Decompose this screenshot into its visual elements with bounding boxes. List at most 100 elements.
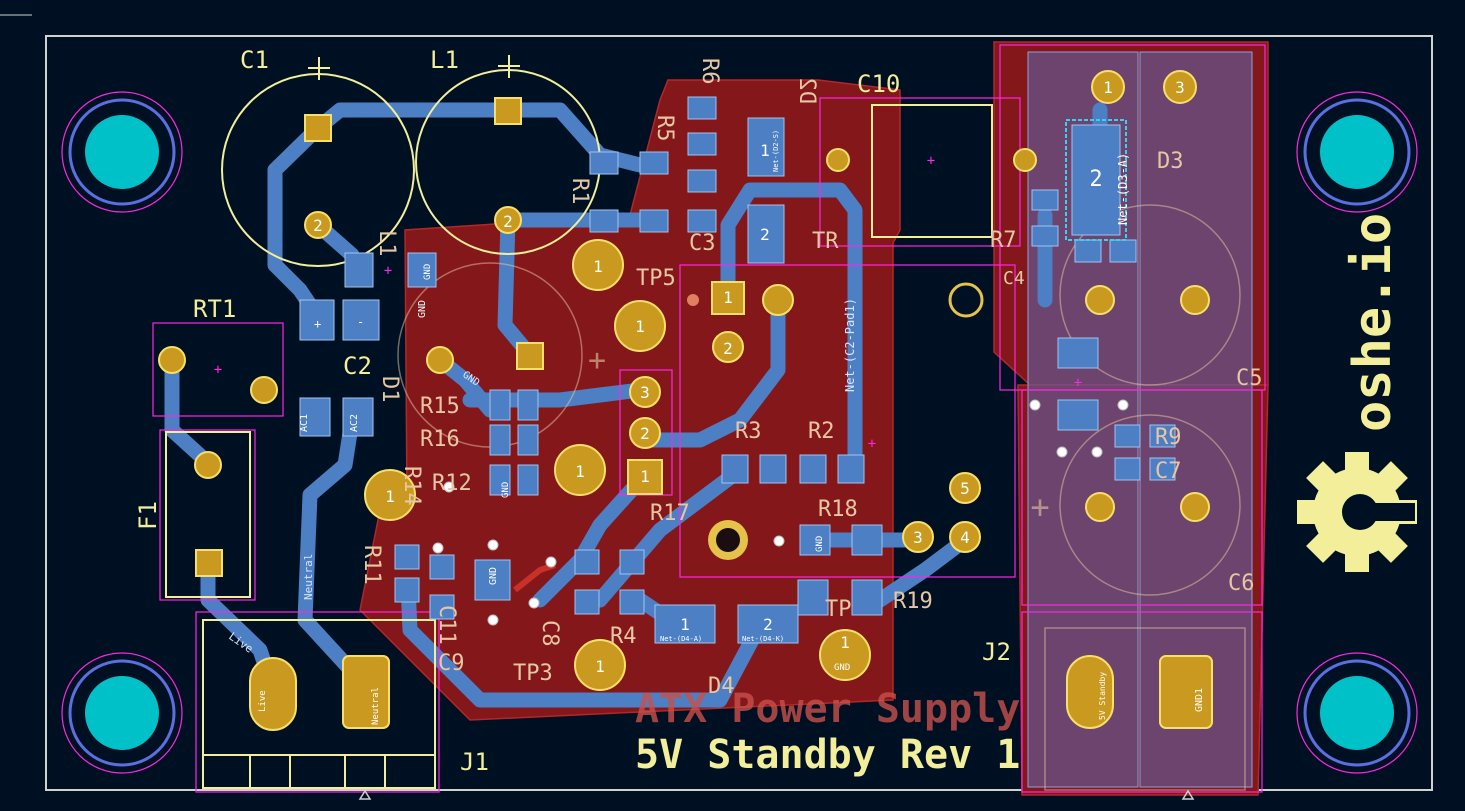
svg-text:Net-(D4-K): Net-(D4-K) [742,635,784,643]
svg-text:R17: R17 [650,501,690,526]
svg-text:3: 3 [640,383,650,402]
pad-numbers: 1 1 1 1 1 1 1 2 3 2 1 3 4 5 1 3 1 2 1 2 … [313,78,1185,676]
j2-pad-2[interactable] [1066,655,1114,729]
svg-text:D2: D2 [794,78,819,105]
svg-text:1: 1 [1103,78,1113,97]
edge-markers [358,789,1195,800]
board-outline [45,35,1433,791]
svg-text:C4: C4 [1003,268,1025,289]
j1-pad-1[interactable] [342,655,390,729]
svg-text:F1: F1 [134,501,162,530]
mounting-holes [68,98,1411,767]
c-plus-marker: + [1030,488,1049,526]
svg-text:R5: R5 [652,115,677,142]
svg-text:GND: GND [501,482,511,498]
svg-text:C9: C9 [438,651,465,676]
svg-text:1: 1 [575,462,585,481]
gear-icon [1297,452,1417,572]
courtyards [61,44,1418,793]
svg-text:C2: C2 [343,352,372,380]
svg-text:R15: R15 [420,394,460,419]
svg-text:J2: J2 [982,638,1011,666]
pin1-marker [687,294,699,306]
svg-text:D4: D4 [708,674,735,699]
svg-text:1: 1 [595,657,605,676]
title-line1: ATX Power Supply [635,686,1020,732]
svg-text:L1: L1 [430,46,459,74]
svg-text:C5: C5 [1236,366,1263,391]
front-silk-refs: C1 L1 C10 RT1 C2 F1 J1 J2 [134,46,1011,776]
svg-text:+: + [214,362,222,378]
th-pads-square[interactable] [195,97,1213,729]
unplated-hole [716,528,740,552]
svg-text:TR: TR [812,229,839,254]
svg-text:TP: TP [825,597,852,622]
svg-text:1: 1 [640,467,650,486]
svg-text:R6: R6 [697,58,722,85]
svg-text:2: 2 [503,212,513,231]
logo-text: oshe.io [1343,213,1403,432]
svg-text:TP5: TP5 [636,266,676,291]
svg-text:TP3: TP3 [513,661,553,686]
svg-text:GND: GND [417,300,428,318]
logo: oshe.io [1297,213,1417,572]
svg-text:GND: GND [815,536,825,552]
svg-text:Neutral: Neutral [371,687,381,725]
svg-text:5: 5 [960,479,970,498]
svg-text:R3: R3 [735,419,762,444]
svg-text:2: 2 [313,216,323,235]
svg-text:+: + [314,317,321,331]
svg-text:J1: J1 [460,748,489,776]
svg-text:2: 2 [640,424,650,443]
svg-text:C10: C10 [857,70,900,98]
svg-text:GND1: GND1 [1194,688,1205,712]
svg-text:D3: D3 [1157,149,1184,174]
svg-text:1: 1 [680,615,690,634]
board-title: ATX Power Supply 5V Standby Rev 1 [635,686,1020,778]
svg-text:R2: R2 [808,419,835,444]
back-silk-refs: D2 R6 R5 R1 C3 TR TP5 D1 R15 R16 R14 R3 … [359,58,1263,699]
svg-text:Live: Live [258,690,268,712]
d1-plus-marker: + [588,343,606,378]
d3-highlight [1065,119,1127,241]
svg-text:AC1: AC1 [299,414,310,432]
svg-text:R16: R16 [420,427,460,452]
svg-text:1: 1 [760,141,770,160]
smd-pads[interactable] [299,96,1176,644]
svg-text:C11: C11 [434,605,459,645]
svg-text:+: + [927,153,935,169]
svg-text:1: 1 [840,633,850,652]
svg-text:Net-(C2-Pad1): Net-(C2-Pad1) [843,298,857,392]
svg-text:C6: C6 [1228,571,1255,596]
svg-text:2: 2 [760,225,770,244]
svg-text:R14: R14 [399,466,424,506]
svg-text:RT1: RT1 [193,295,236,323]
svg-text:-: - [357,315,364,329]
j1-pad-2[interactable] [249,657,297,731]
svg-text:C7: C7 [1155,459,1182,484]
svg-text:2: 2 [723,339,733,358]
svg-text:C8: C8 [537,620,562,647]
svg-text:1: 1 [635,317,645,336]
svg-text:R1: R1 [567,178,592,205]
th-pads[interactable] [158,70,1210,691]
svg-text:GND: GND [423,264,433,280]
svg-text:R11: R11 [359,545,384,585]
svg-text:R19: R19 [893,589,933,614]
vias [432,399,1129,626]
svg-text:Net-(D3-A): Net-(D3-A) [1116,153,1130,225]
svg-text:R9: R9 [1155,425,1182,450]
svg-text:1: 1 [593,257,603,276]
svg-text:+: + [384,263,392,279]
svg-text:3: 3 [913,528,923,547]
svg-text:R12: R12 [432,471,472,496]
svg-text:R4: R4 [610,624,637,649]
svg-text:D1: D1 [377,376,402,403]
svg-text:3: 3 [1175,78,1185,97]
svg-text:+: + [1074,375,1082,391]
svg-text:C3: C3 [689,231,716,256]
svg-text:+: + [868,436,876,452]
c4-ring [948,282,984,318]
svg-text:4: 4 [960,528,970,547]
